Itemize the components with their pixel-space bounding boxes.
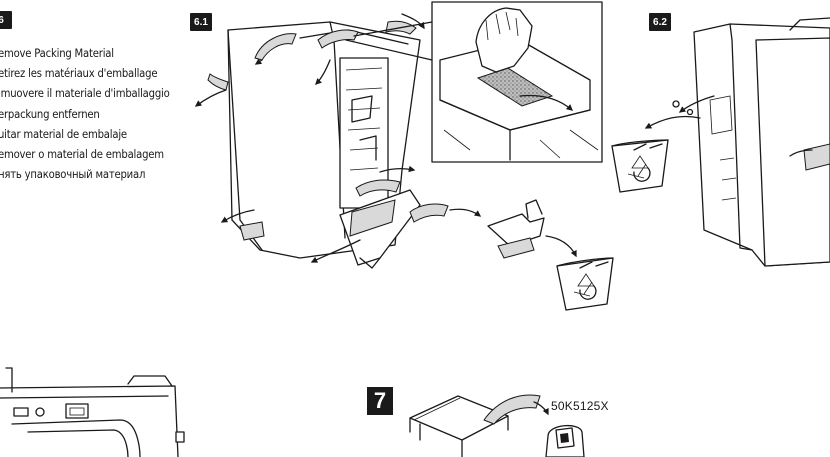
roll-illustration bbox=[483, 394, 585, 457]
step-6-2-badge-label: 6.2 bbox=[653, 16, 667, 28]
recycle-bin-icon bbox=[556, 257, 614, 311]
removal-arrows bbox=[194, 13, 425, 263]
packing-strip bbox=[409, 199, 577, 259]
instruction-it: imuovere il materiale d'imballaggio bbox=[0, 87, 170, 101]
stand-illustration bbox=[409, 395, 509, 457]
instruction-list: emove Packing Material etirez les matéri… bbox=[0, 44, 183, 185]
device-front-illustration bbox=[0, 367, 185, 457]
step-6-2-badge: 6.2 bbox=[649, 13, 671, 31]
step-6-badge-label: 6 bbox=[0, 14, 4, 26]
recycle-bin-icon bbox=[611, 139, 669, 193]
instruction-en: emove Packing Material bbox=[0, 47, 114, 60]
step-6-1-badge: 6.1 bbox=[190, 13, 212, 31]
instruction-pt: emover o material de embalagem bbox=[0, 148, 164, 162]
step-6-1-badge-label: 6.1 bbox=[194, 16, 208, 28]
step-7-badge-label: 7 bbox=[373, 388, 387, 413]
finisher-illustration bbox=[227, 21, 421, 269]
step-6-badge: 6 bbox=[0, 11, 12, 29]
part-number-label: 50K5125X bbox=[551, 399, 609, 413]
step-7-badge: 7 bbox=[367, 387, 393, 415]
instruction-ru: нять упаковочный материал bbox=[0, 168, 146, 182]
callout-zoom-box bbox=[345, 1, 603, 163]
instruction-de: erpackung entfernen bbox=[0, 107, 100, 121]
side-unit-illustration bbox=[644, 17, 830, 267]
instruction-es: uitar material de embalaje bbox=[0, 127, 127, 141]
instruction-fr: etirez les matériaux d'emballage bbox=[0, 67, 158, 81]
